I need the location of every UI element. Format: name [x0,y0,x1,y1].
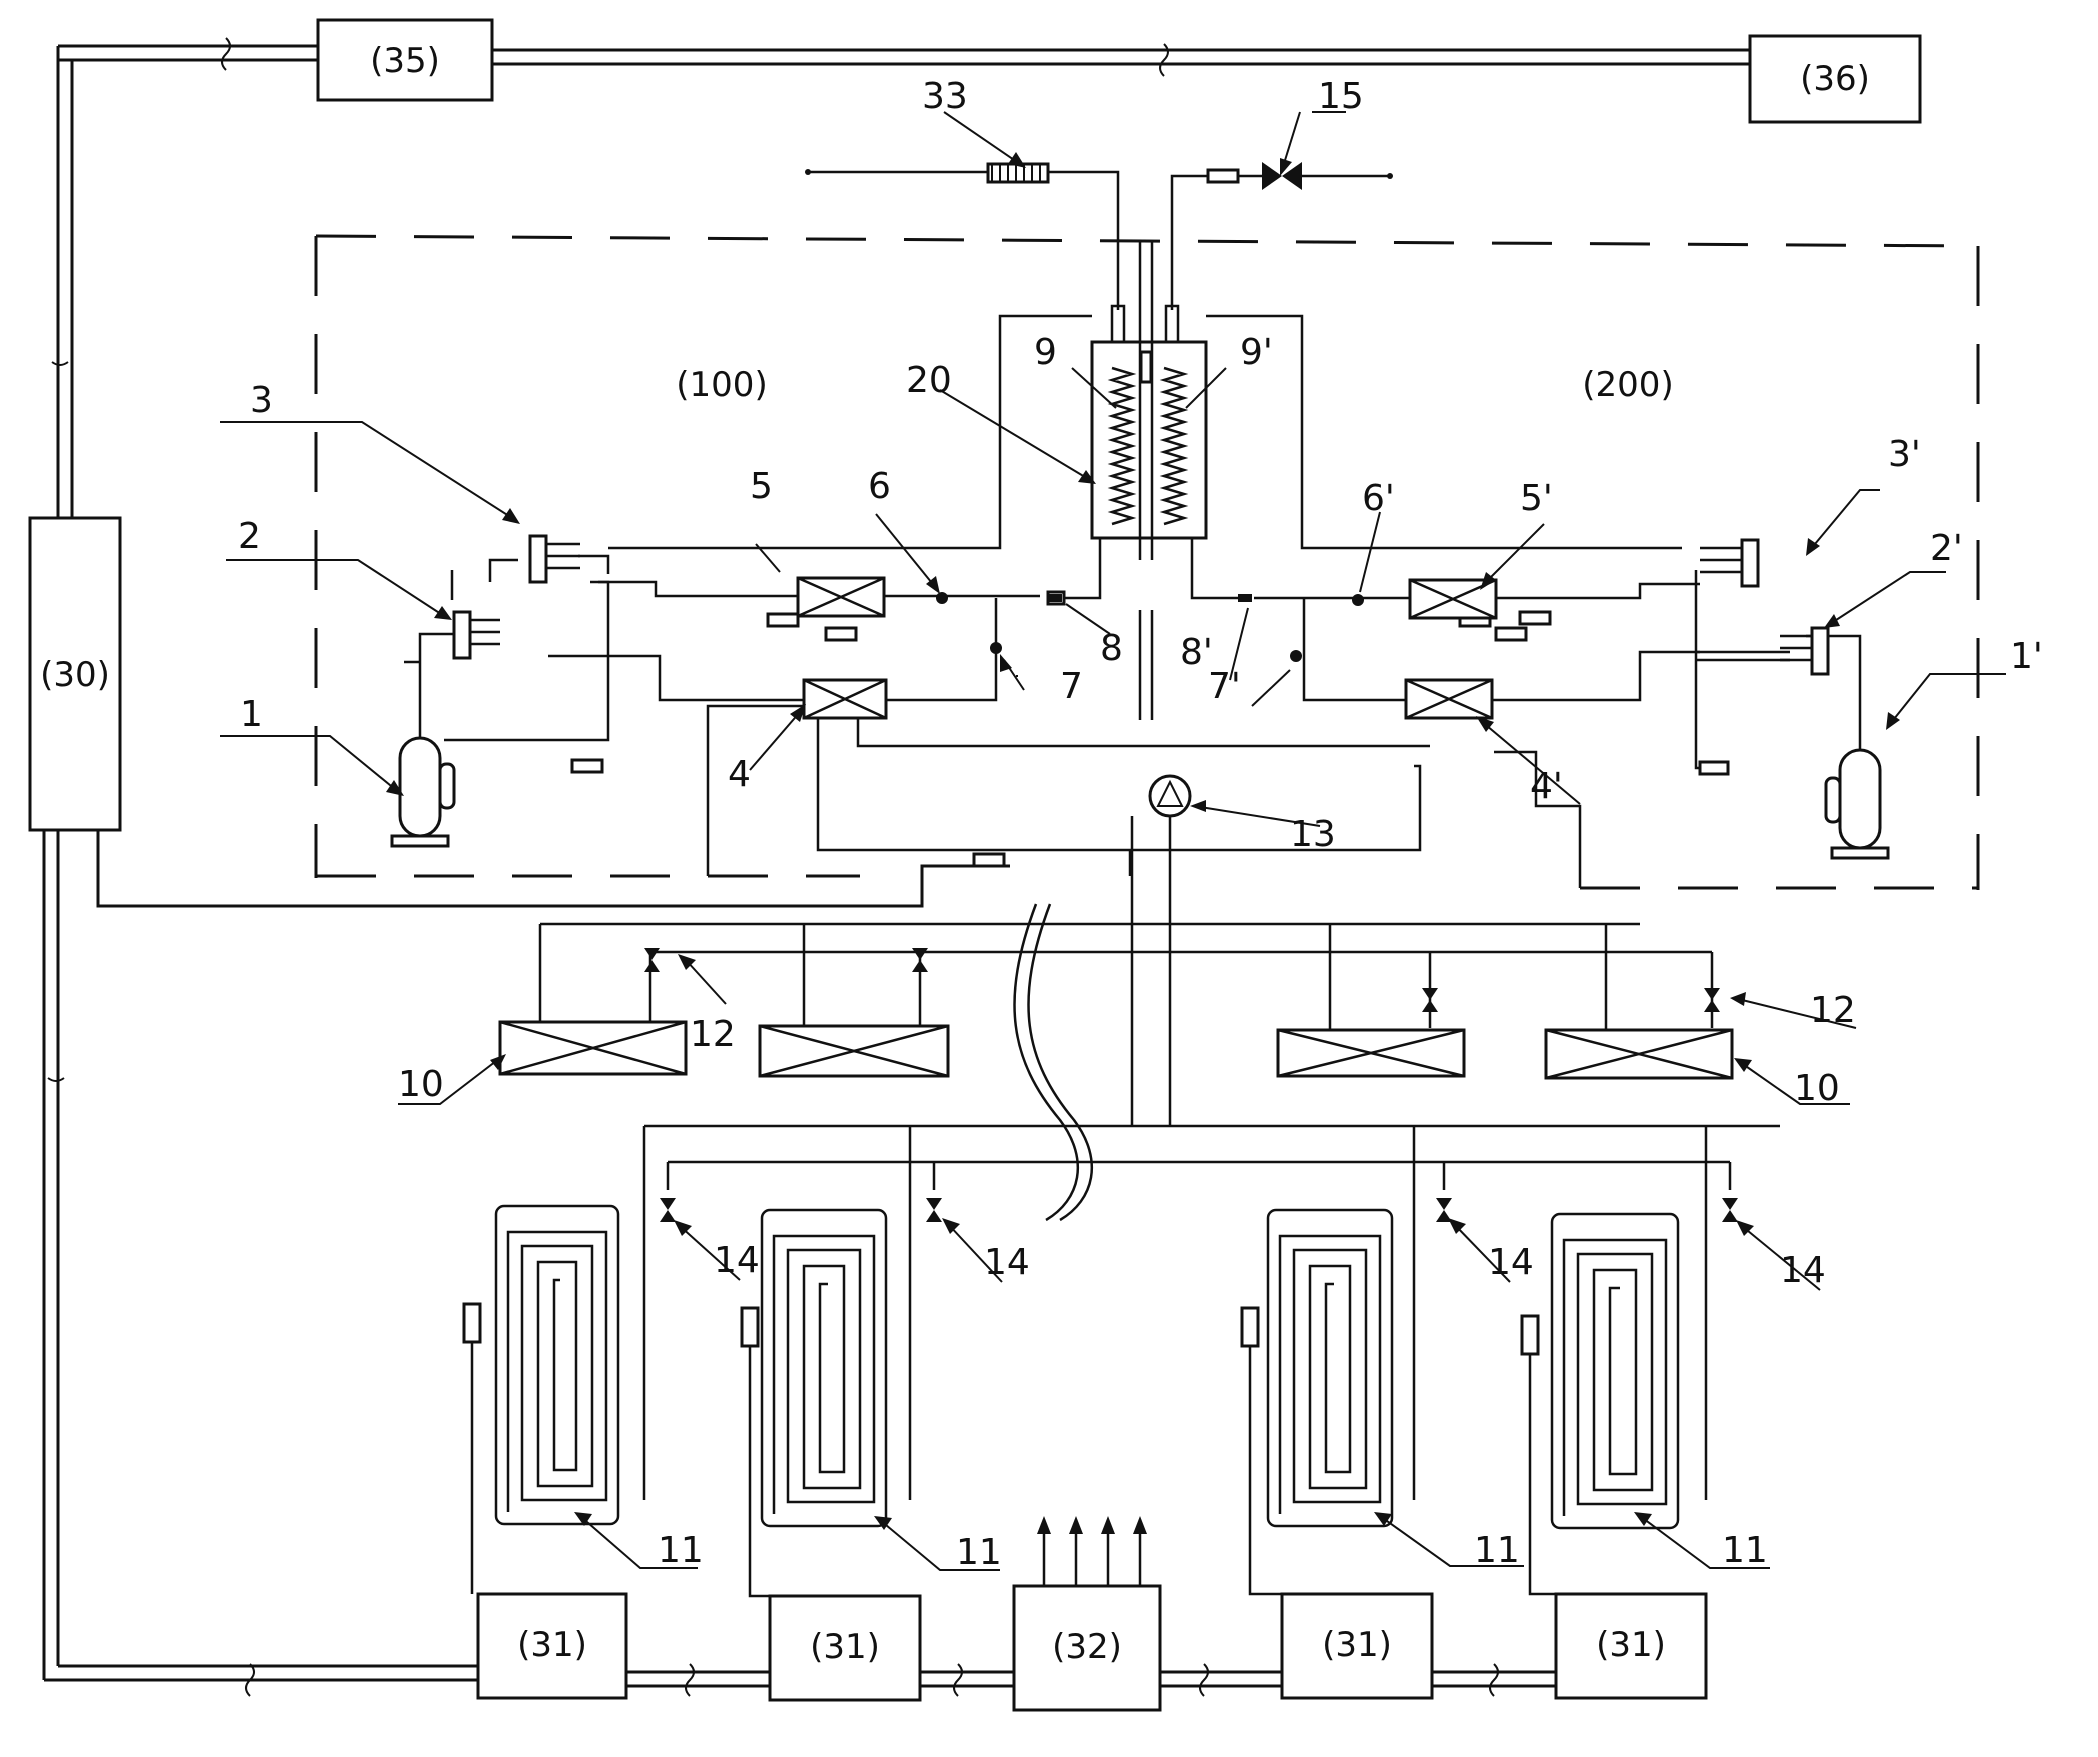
box-31-c: (31) [1280,1592,1434,1700]
radiant-panel-11-a [462,1198,676,1594]
fan-coil-unit-10-b [758,1024,950,1078]
label-1-prime: 1' [2010,636,2043,677]
label-10-left: 10 [398,1064,444,1105]
sensor-8 [1048,594,1062,602]
valve-2-prime [1780,626,1830,676]
fan-coil-unit-10-c [1276,1028,1466,1078]
exchanger-4 [802,678,888,720]
label-20: 20 [906,360,952,401]
module-200-label: (200) [1582,365,1673,405]
fan-coil-unit-10-a [498,1020,688,1076]
label-13: 13 [1290,814,1336,855]
box-31-a: (31) [476,1592,628,1700]
box-31-d-label: (31) [1596,1625,1666,1665]
coil-9 [1107,366,1137,526]
module-100-label: (100) [676,365,767,405]
sensor-6 [936,592,948,604]
label-9-prime: 9' [1240,332,1273,373]
label-6-prime: 6' [1362,478,1395,519]
sensor-8-prime [1238,594,1252,602]
box-31-c-label: (31) [1322,1625,1392,1665]
coil-9-prime [1159,366,1189,526]
exchanger-4-prime [1404,678,1494,720]
label-7: 7 [1060,666,1083,707]
label-33: 33 [922,76,968,117]
component-labels: 3 2 1 5 6 7 8 4 20 9 9' 13 6' 5' 8' 7' 4… [238,76,2043,1573]
label-10-right: 10 [1794,1068,1840,1109]
sensor-6-prime [1352,594,1364,606]
box-36-label: (36) [1800,59,1870,99]
top-connection-lines [805,162,1393,310]
heat-exchanger-20 [1090,240,1208,720]
label-2: 2 [238,516,261,557]
label-11-b: 11 [956,1532,1002,1573]
label-4: 4 [728,754,751,795]
box-35: (35) [316,18,494,102]
label-5: 5 [750,466,773,507]
valve-12-a [644,948,660,972]
label-12-right: 12 [1810,990,1856,1031]
label-11-c: 11 [1474,1530,1520,1571]
label-12-left: 12 [690,1014,736,1055]
label-15: 15 [1318,76,1364,117]
label-14-b: 14 [984,1242,1030,1283]
pump-13 [1148,774,1192,818]
valve-12-d [1704,988,1720,1012]
label-1: 1 [240,694,263,735]
label-9: 9 [1034,332,1057,373]
compressor-1 [390,736,456,848]
leader-lines [220,111,2006,1571]
box-30-label: (30) [40,655,110,695]
sensor-7 [990,642,1002,654]
label-14-a: 14 [714,1240,760,1281]
valve-2 [452,610,500,660]
box-36: (36) [1748,34,1922,124]
box-35-label: (35) [370,41,440,81]
box-31-b: (31) [768,1594,922,1702]
label-2-prime: 2' [1930,528,1963,569]
box-30: (30) [28,516,122,832]
valve-12-b [912,948,928,972]
label-14-d: 14 [1780,1250,1826,1291]
box-31-a-label: (31) [517,1625,587,1665]
label-14-c: 14 [1488,1242,1534,1283]
label-8-prime: 8' [1180,632,1213,673]
valve-12-c [1422,988,1438,1012]
exhaust-arrows [1037,1516,1147,1586]
compressor-1-prime [1824,748,1890,860]
fan-coil-unit-10-d [1544,1028,1734,1080]
label-6: 6 [868,466,891,507]
label-3-prime: 3' [1888,434,1921,475]
outer-pipe-loop [42,37,1750,1697]
box-32-label: (32) [1052,1627,1122,1667]
radiant-panel-11-c [1240,1198,1452,1596]
sensor-7-prime [1290,650,1302,662]
box-32: (32) [1012,1516,1162,1712]
valve-3 [528,534,580,584]
label-7-prime: 7' [1208,666,1241,707]
label-3: 3 [250,380,273,421]
unit-enclosure: (100) (200) [314,234,1980,890]
label-5-prime: 5' [1520,478,1553,519]
label-11-d: 11 [1722,1530,1768,1571]
box-31-d: (31) [1554,1592,1708,1700]
box-31-b-label: (31) [810,1627,880,1667]
label-4-prime: 4' [1530,766,1563,807]
exchanger-5 [796,576,886,618]
radiant-panel-11-b [740,1198,942,1598]
module-200-piping [1190,314,1862,888]
label-8: 8 [1100,628,1123,669]
valve-3-prime [1700,538,1760,588]
radiant-panel-11-d [1520,1198,1738,1596]
label-11-a: 11 [658,1530,704,1571]
